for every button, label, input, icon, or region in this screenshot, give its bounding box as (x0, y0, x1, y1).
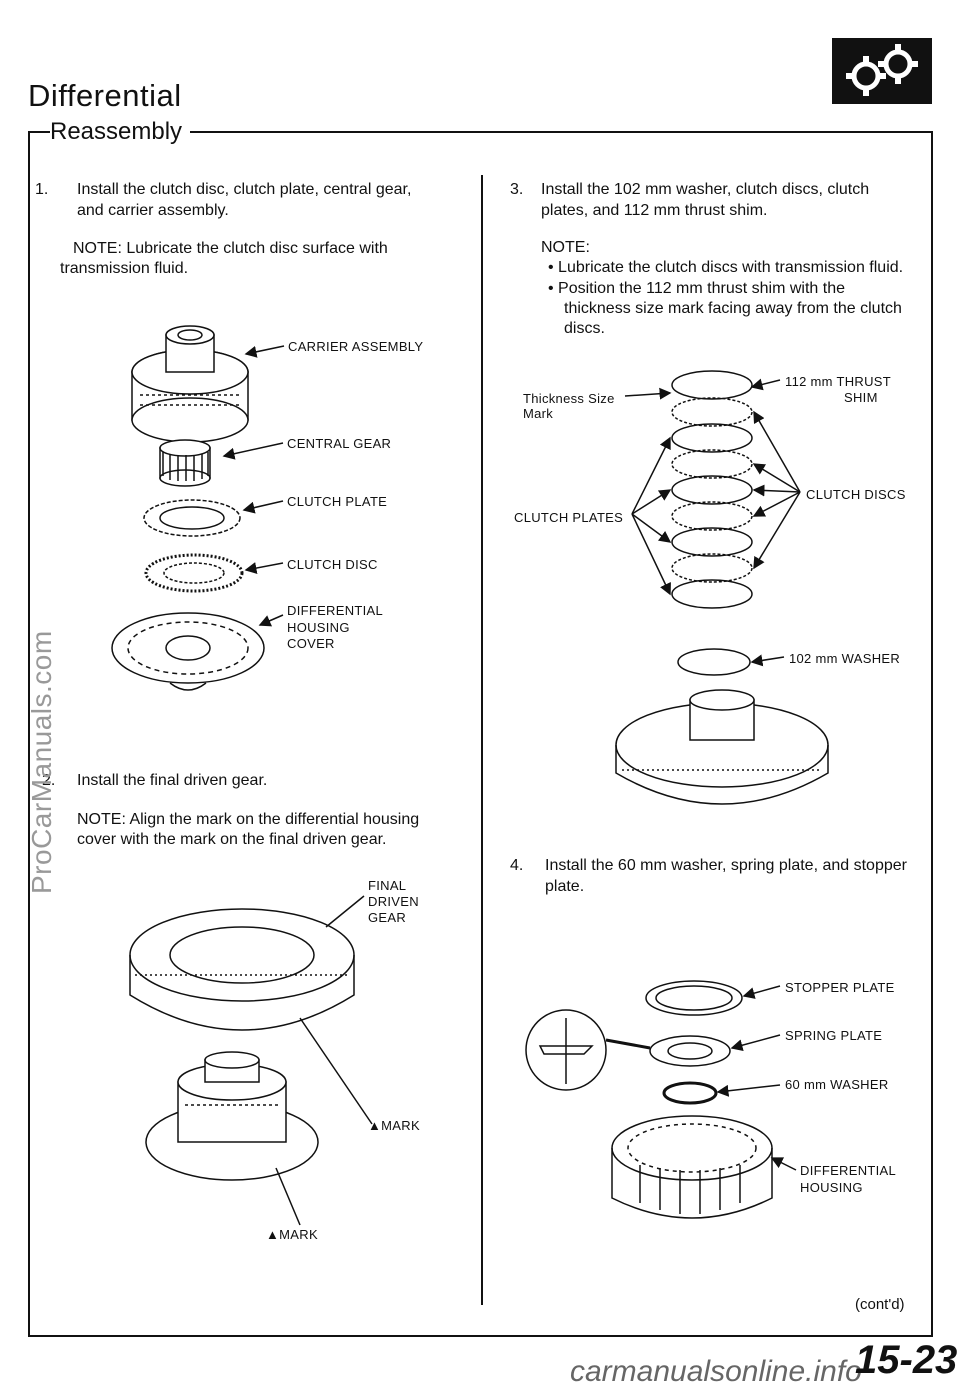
washer-60mm-drawing (662, 1081, 718, 1105)
step-3-note-head: NOTE: (541, 239, 590, 256)
label-housing-cover-2: HOUSING (287, 620, 350, 635)
step-2-note-line-2: cover with the mark on the final driven … (77, 831, 387, 848)
clutch-disc-drawing (144, 553, 244, 593)
side-watermark: ProCarManuals.com (26, 630, 57, 894)
label-final-driven-2: DRIVEN (368, 894, 419, 909)
step-1-note-line-1: NOTE: Lubricate the clutch disc surface … (73, 240, 388, 257)
differential-housing-drawing (611, 1115, 773, 1219)
continued-label: (cont'd) (855, 1296, 905, 1313)
step-4-text-line-2: plate. (545, 878, 585, 895)
label-housing-cover-3: COVER (287, 636, 335, 651)
spring-plate-drawing (649, 1035, 731, 1067)
washer-102mm-drawing (677, 648, 751, 676)
footer-site-watermark: carmanualsonline.info (570, 1355, 862, 1388)
clutch-plate-drawing (143, 499, 241, 537)
column-divider (481, 175, 483, 1305)
section-subtitle: Reassembly (50, 118, 191, 146)
step-3-bullet-2-line-2: thickness size mark facing away from the… (564, 300, 902, 317)
gears-icon (832, 38, 932, 104)
housing-cover-assembly-drawing (145, 1051, 319, 1181)
label-thrust-shim-2: SHIM (844, 390, 878, 405)
differential-gear-drawing (615, 689, 829, 805)
carrier-assembly-drawing (131, 325, 249, 443)
page-number: 15-23 (855, 1338, 958, 1382)
frame-left-rule (28, 131, 30, 1336)
label-central-gear: CENTRAL GEAR (287, 436, 392, 451)
final-driven-gear-drawing (129, 908, 355, 1031)
label-carrier-assembly: CARRIER ASSEMBLY (288, 339, 424, 354)
clutch-stack-drawing (671, 370, 753, 609)
step-1-note-line-2: transmission fluid. (60, 260, 189, 277)
step-1-text-line-2: and carrier assembly. (77, 202, 229, 219)
frame-right-rule (931, 131, 933, 1336)
step-3-bullet-2-line-1: • Position the 112 mm thrust shim with t… (548, 280, 845, 297)
label-differential-housing-1: DIFFERENTIAL (800, 1163, 897, 1178)
step-3-text-line-1: Install the 102 mm washer, clutch discs,… (541, 181, 870, 198)
label-thickness-size-1: Thickness Size (523, 391, 615, 406)
housing-cover-drawing (111, 612, 265, 691)
label-102mm-washer: 102 mm WASHER (789, 651, 901, 666)
label-spring-plate: SPRING PLATE (785, 1028, 883, 1043)
label-clutch-plate: CLUTCH PLATE (287, 494, 388, 509)
step-3-bullet-1: • Lubricate the clutch discs with transm… (548, 259, 904, 276)
step-2-number: 2. (42, 772, 56, 789)
step-3-text-line-2: plates, and 112 mm thrust shim. (541, 202, 768, 219)
central-gear-drawing (159, 439, 211, 487)
frame-top-rule (28, 131, 933, 133)
label-clutch-plates: CLUTCH PLATES (514, 510, 624, 525)
label-clutch-discs: CLUTCH DISCS (806, 487, 906, 502)
label-clutch-disc: CLUTCH DISC (287, 557, 378, 572)
step-1-text-line-1: Install the clutch disc, clutch plate, c… (77, 181, 412, 198)
label-thrust-shim-1: 112 mm THRUST (785, 374, 891, 389)
label-final-driven-3: GEAR (368, 910, 407, 925)
frame-bottom-rule (28, 1335, 933, 1337)
label-differential-housing-2: HOUSING (800, 1180, 863, 1195)
detail-circle-drawing (525, 1009, 607, 1091)
step-4-text-line-1: Install the 60 mm washer, spring plate, … (545, 857, 907, 874)
page-title: Differential (28, 78, 182, 113)
step-4-number: 4. (510, 857, 524, 874)
step-3-bullet-2-line-3: discs. (564, 320, 605, 337)
stopper-plate-drawing (645, 980, 743, 1016)
step-1-number: 1. (35, 181, 49, 198)
label-60mm-washer: 60 mm WASHER (785, 1077, 889, 1092)
step-2-text: Install the final driven gear. (77, 772, 268, 789)
label-final-driven-1: FINAL (368, 878, 407, 893)
step-2-note-line-1: NOTE: Align the mark on the differential… (77, 811, 420, 828)
step-3-number: 3. (510, 181, 524, 198)
label-thickness-size-2: Mark (523, 406, 554, 421)
label-mark-cover: ▲MARK (266, 1227, 318, 1242)
label-housing-cover-1: DIFFERENTIAL (287, 603, 384, 618)
label-stopper-plate: STOPPER PLATE (785, 980, 895, 995)
